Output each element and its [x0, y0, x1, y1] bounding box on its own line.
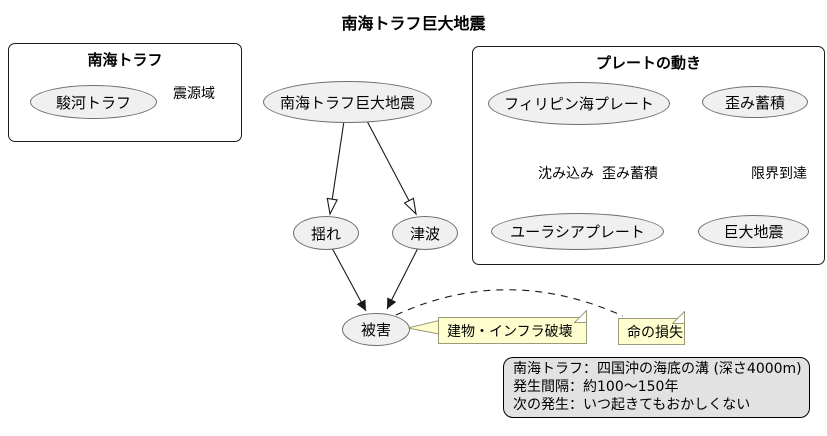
- edge-label-subduction: 沈み込み: [538, 166, 594, 182]
- edge-label-limit-reached: 限界到達: [751, 166, 807, 182]
- note-callout-triangle: [407, 319, 440, 335]
- node-eurasian-plate-label: ユーラシアプレート: [510, 223, 645, 241]
- node-nankai-megaquake-label: 南海トラフ巨大地震: [279, 93, 415, 112]
- note-building-infra-destruction-text: 建物・インフラ破壊: [447, 323, 573, 340]
- node-suruga-trough-label: 駿河トラフ: [55, 93, 131, 112]
- node-damage: 被害: [342, 313, 410, 346]
- node-tsunami-label: 津波: [409, 224, 440, 243]
- node-philippine-sea-plate: フィリピン海プレート: [488, 82, 670, 125]
- edge-damage-to-life-loss-dashed: [395, 289, 624, 317]
- node-strain-accumulation: 歪み蓄積: [702, 86, 808, 118]
- node-nankai-megaquake: 南海トラフ巨大地震: [263, 81, 432, 123]
- node-suruga-trough: 駿河トラフ: [30, 85, 157, 119]
- group-plate-movement-title: プレートの動き: [595, 54, 701, 72]
- edge-tsunami-to-damage: [386, 247, 419, 310]
- edge-label-strain-accumulation: 歪み蓄積: [602, 166, 658, 182]
- edge-main-to-tsunami: [366, 120, 417, 216]
- node-strain-accumulation-label: 歪み蓄積: [724, 93, 785, 112]
- edge-shake-to-damage: [331, 247, 367, 312]
- node-shaking: 揺れ: [293, 216, 359, 250]
- node-eurasian-plate: ユーラシアプレート: [491, 213, 664, 250]
- node-damage-label: 被害: [360, 321, 391, 339]
- edge-label-epicenter-zone: 震源域: [173, 86, 215, 102]
- info-box: 南海トラフ：四国沖の海底の溝 (深さ4000m) 発生間隔：約100〜150年 …: [503, 357, 810, 418]
- node-megaquake: 巨大地震: [698, 215, 809, 248]
- info-box-line-1: 南海トラフ：四国沖の海底の溝 (深さ4000m): [513, 361, 802, 377]
- node-tsunami: 津波: [392, 216, 458, 250]
- diagram-title: 南海トラフ巨大地震: [341, 14, 486, 33]
- note-loss-of-life: 命の損失: [618, 311, 685, 345]
- edge-main-to-shake: [326, 120, 345, 216]
- group-nankai-trough-title: 南海トラフ: [87, 51, 163, 69]
- note-building-infra-destruction: 建物・インフラ破壊: [438, 310, 587, 344]
- node-philippine-sea-plate-label: フィリピン海プレート: [504, 95, 654, 113]
- note-loss-of-life-text: 命の損失: [627, 324, 683, 341]
- note-fold-icon: [574, 310, 587, 323]
- note-fold-icon: [672, 311, 685, 324]
- info-box-line-2: 発生間隔：約100〜150年: [513, 379, 679, 395]
- node-shaking-label: 揺れ: [310, 224, 341, 243]
- info-box-line-3: 次の発生：いつ起きてもおかしくない: [513, 397, 751, 413]
- node-megaquake-label: 巨大地震: [723, 223, 784, 241]
